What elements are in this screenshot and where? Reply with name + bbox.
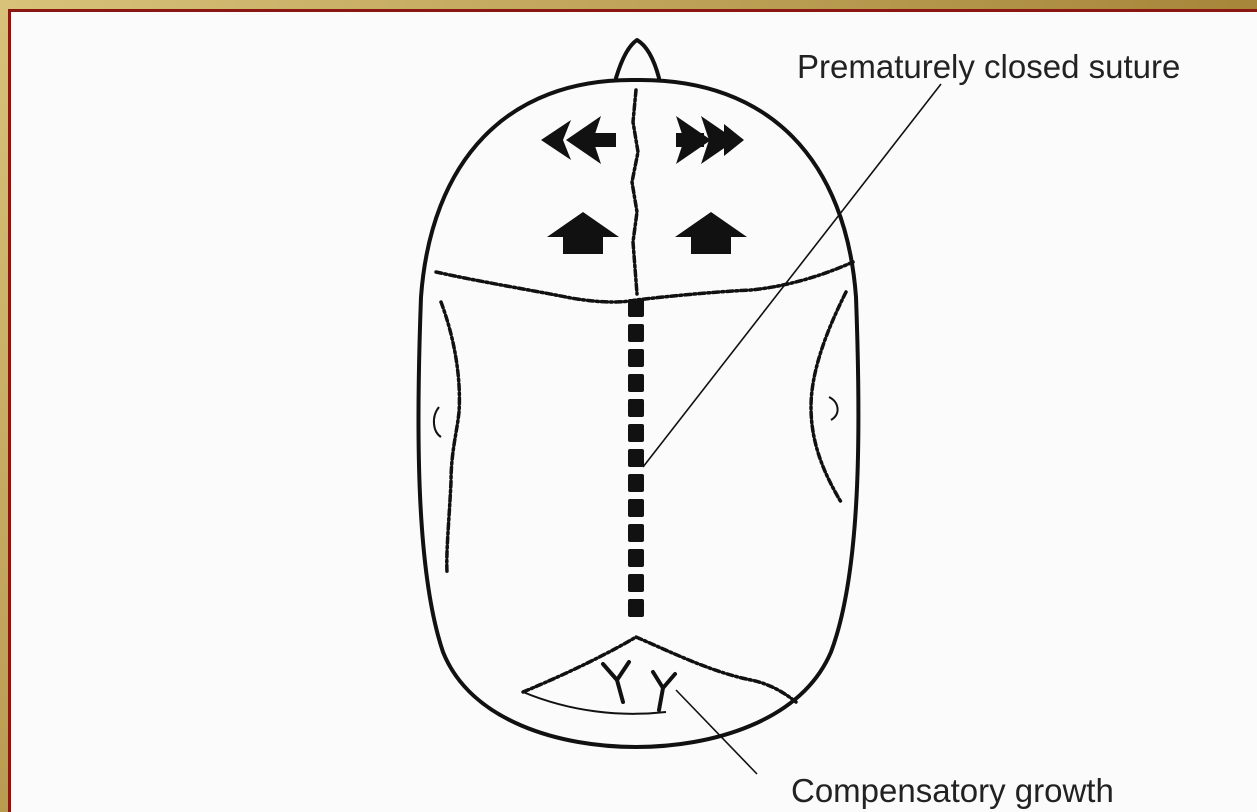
branch-arrow-icon (653, 672, 675, 710)
growth-leader-line (676, 690, 757, 774)
double-arrow-left-icon (541, 116, 616, 164)
branch-arrow-icon (603, 662, 629, 702)
up-arrow-icon (547, 212, 619, 254)
coronal-suture (436, 262, 853, 302)
metopic-suture (632, 90, 638, 294)
diagram-canvas: .outline { fill: none; stroke: #111; str… (8, 9, 1257, 812)
skull-diagram: .outline { fill: none; stroke: #111; str… (11, 12, 1257, 812)
anterior-bump (616, 40, 659, 78)
double-arrow-right-icon (676, 116, 744, 164)
occipital-line (523, 692, 666, 714)
left-squamosal-suture (441, 302, 459, 572)
closed-sagittal-suture (628, 299, 644, 617)
growth-label: Compensatory growth (791, 772, 1114, 810)
lambdoid-suture (523, 637, 796, 702)
up-arrow-icon (675, 212, 747, 254)
left-ear-bulge (434, 407, 441, 437)
right-ear-bulge (829, 397, 838, 420)
right-squamosal-suture (811, 292, 846, 502)
suture-label: Prematurely closed suture (797, 48, 1180, 86)
